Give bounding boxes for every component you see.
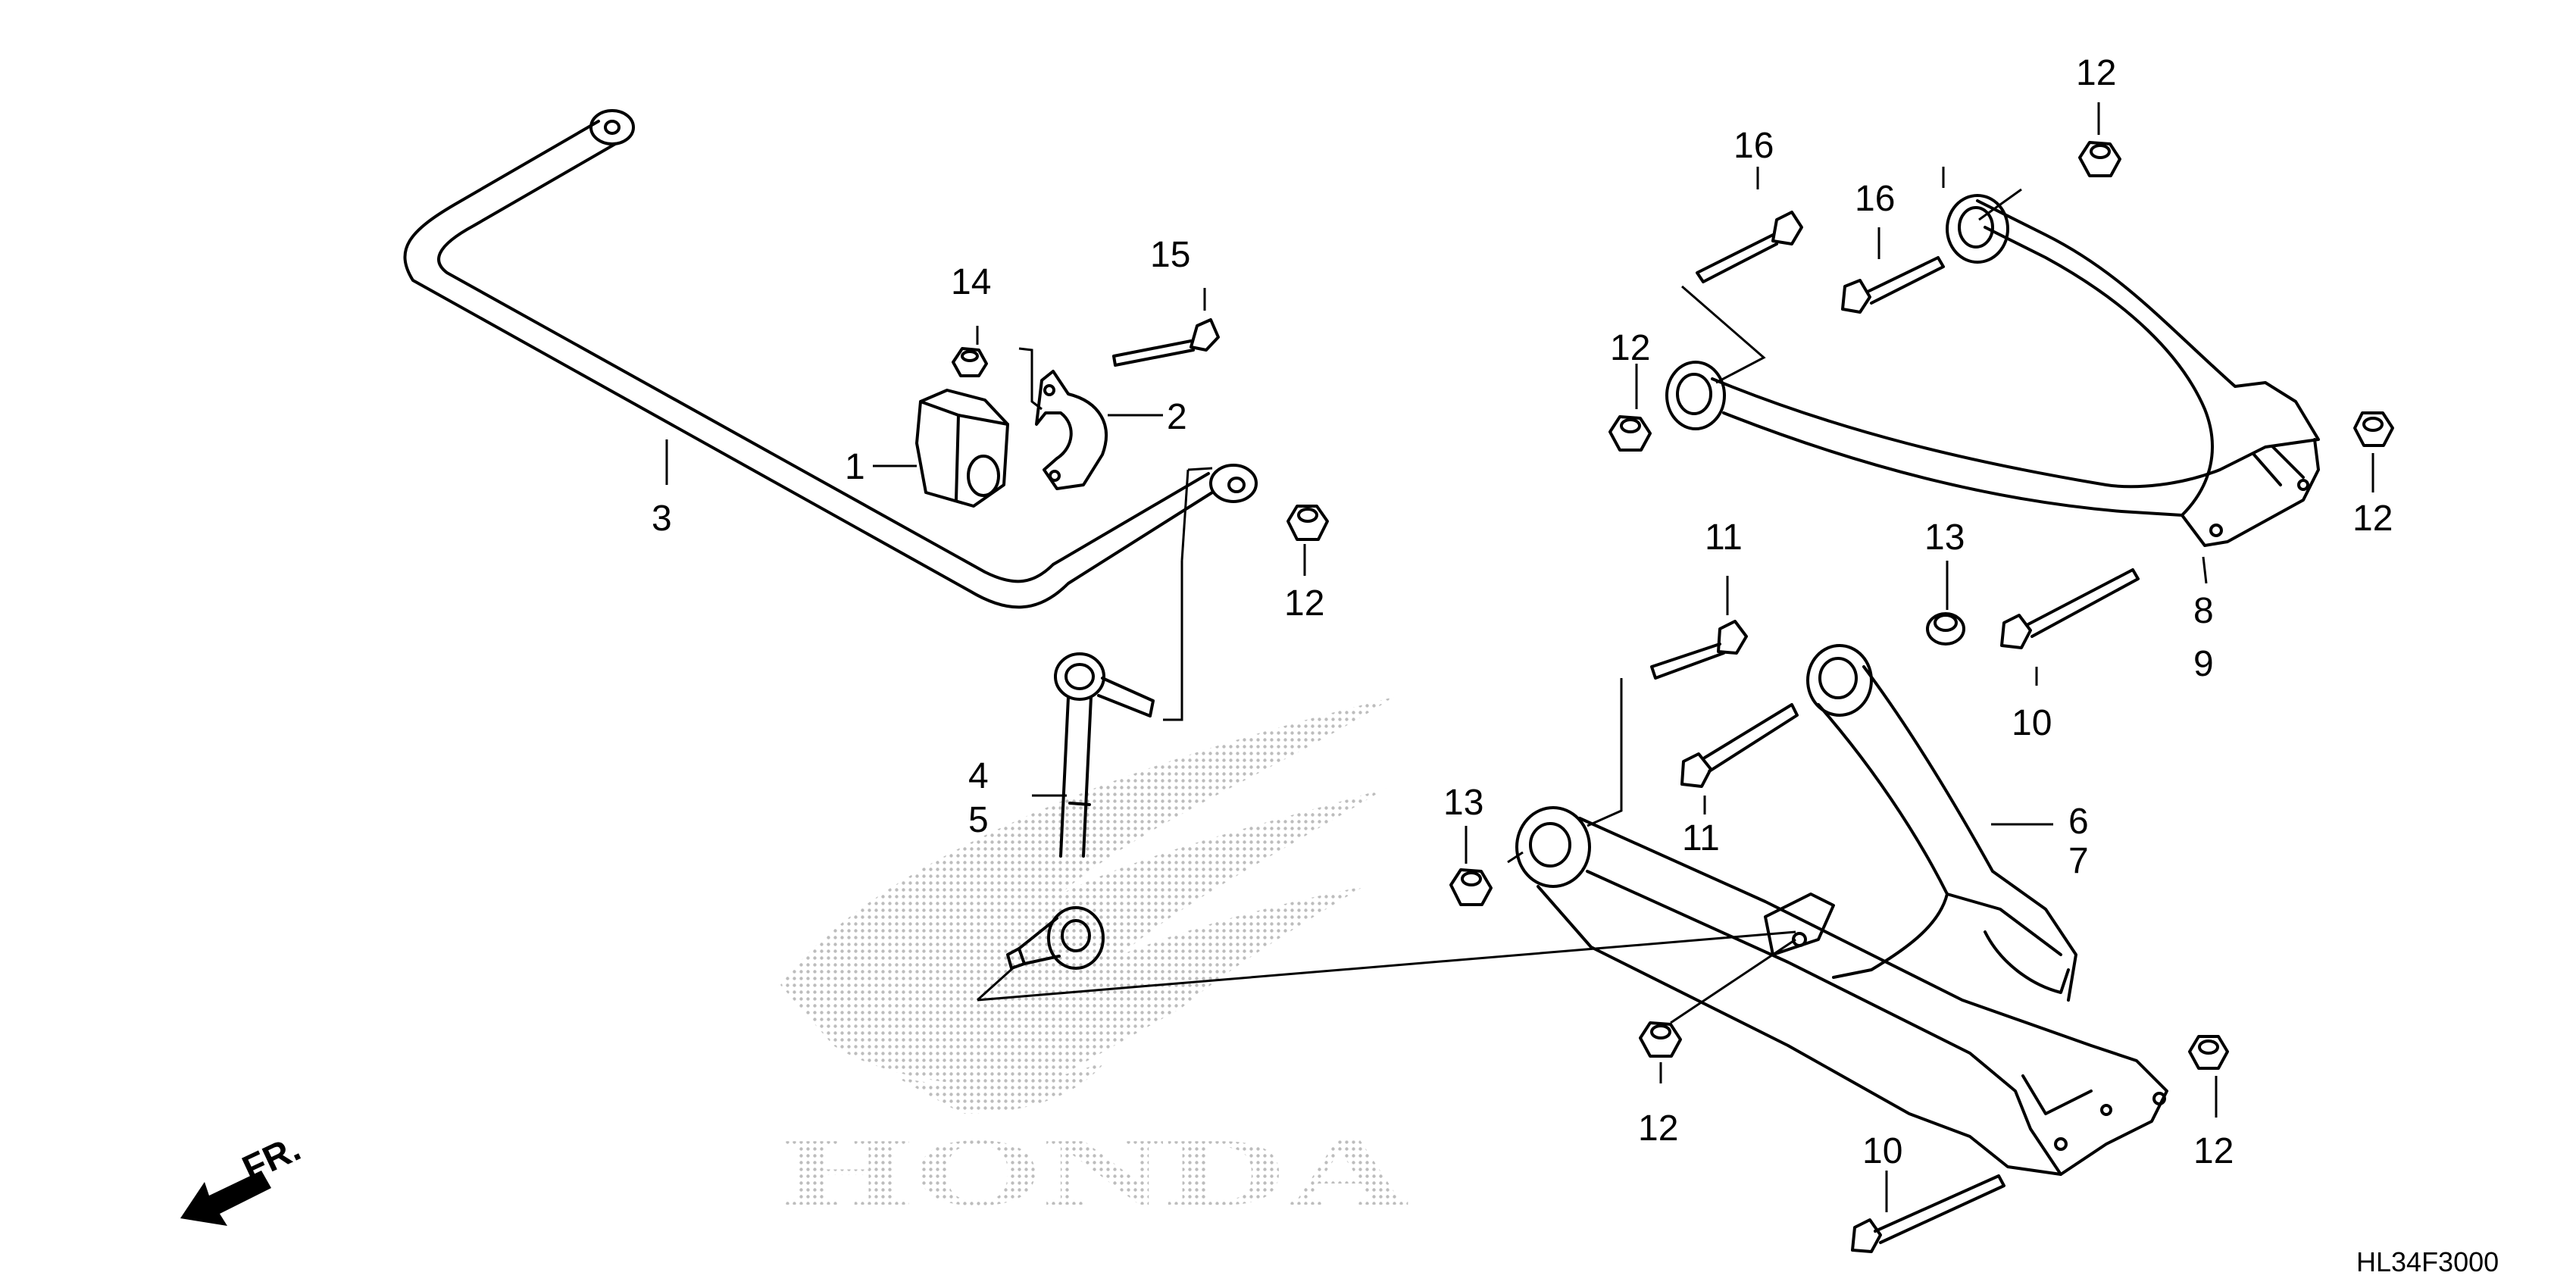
callout-1: 1 [845, 447, 865, 487]
stabilizer-link [1006, 652, 1155, 970]
flange-nut-12-upper-right [2078, 141, 2121, 177]
callout-2: 2 [1167, 397, 1187, 437]
flange-nut-13-upper [1926, 612, 1965, 646]
stabilizer-bar [403, 109, 1258, 609]
flange-bolt-11-lower [1680, 703, 1799, 788]
callout-10-upper: 10 [2012, 703, 2052, 743]
flange-bolt-10-lower [1851, 1174, 2005, 1253]
callout-9: 9 [2193, 644, 2214, 684]
upper-arm [1665, 194, 2320, 547]
callout-12-lower-right: 12 [2193, 1131, 2234, 1171]
flange-nut-12-lower-right [2188, 1035, 2229, 1070]
callout-15: 15 [1150, 235, 1190, 275]
callout-14: 14 [951, 262, 991, 302]
flange-bolt-16-right [1841, 256, 1945, 314]
callout-13-upper: 13 [1924, 517, 1965, 558]
flange-nut-12-upper-left [1608, 415, 1652, 452]
front-direction-arrow-icon [180, 1171, 271, 1226]
callout-12-stabilizer: 12 [1284, 583, 1324, 624]
callout-10-lower: 10 [1862, 1131, 1902, 1171]
callout-12-upper-right: 12 [2076, 53, 2116, 93]
flange-nut-12-far-right [2353, 411, 2394, 447]
flange-bolt-15 [1112, 318, 1220, 367]
callout-16-left: 16 [1733, 126, 1774, 166]
callout-6: 6 [2068, 802, 2089, 842]
flange-nut-14 [952, 347, 988, 377]
honda-wordmark-watermark: HONDA [780, 1118, 1409, 1226]
callout-5: 5 [968, 800, 989, 840]
callout-16-right: 16 [1855, 179, 1895, 219]
callout-8: 8 [2193, 591, 2214, 631]
stabilizer-bushing [915, 389, 1009, 508]
callout-labels: 1 2 3 14 15 12 4 5 6 7 8 9 12 16 16 12 1… [652, 53, 2393, 1171]
flange-bolt-10-upper [2000, 568, 2140, 649]
flange-nut-12-lower-left [1639, 1021, 1682, 1058]
callout-12-upper-left: 12 [1610, 328, 1650, 368]
callout-12-far-right: 12 [2352, 499, 2393, 539]
flange-nut-13-lower [1449, 868, 1493, 906]
stabilizer-holder [1035, 370, 1108, 490]
flange-nut-12-stabilizer [1286, 505, 1329, 541]
callout-7: 7 [2068, 841, 2089, 881]
flange-bolt-11-upper [1650, 620, 1748, 680]
callout-11-upper: 11 [1705, 517, 1743, 558]
flange-bolt-16-left [1696, 211, 1803, 283]
callout-4: 4 [968, 756, 989, 796]
callout-11-lower: 11 [1682, 818, 1720, 858]
leader-lines [665, 102, 2374, 1212]
lower-arm [1515, 644, 2168, 1176]
callout-13-lower: 13 [1443, 783, 1483, 823]
honda-wing-watermark [780, 697, 1394, 1114]
callout-3: 3 [652, 499, 672, 539]
callout-12-lower-left: 12 [1638, 1108, 1678, 1149]
diagram-code: HL34F3000 [2356, 1246, 2499, 1277]
